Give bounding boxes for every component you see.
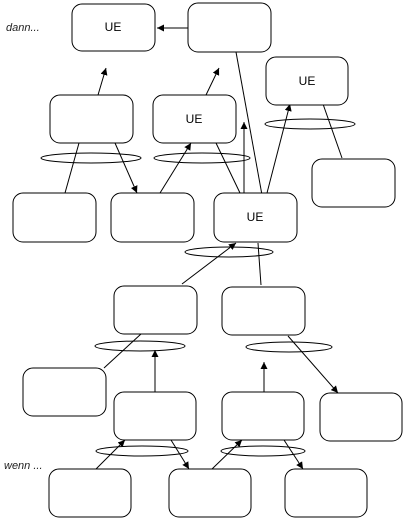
connections xyxy=(40,24,356,470)
node-n18 xyxy=(284,468,368,518)
label-wenn: wenn ... xyxy=(4,460,43,472)
node-n1: UE xyxy=(71,3,156,52)
junction-n13 xyxy=(95,445,189,457)
edge-n17-n14 xyxy=(211,439,243,470)
edge-n10-n9 xyxy=(181,242,237,285)
edge-n17-n13 xyxy=(170,439,190,470)
edge-n7-n3 xyxy=(64,142,80,194)
edge-n3-n1 xyxy=(97,67,108,96)
node-n9: UE xyxy=(213,192,298,243)
edge-n12-n10 xyxy=(103,333,142,369)
node-n15 xyxy=(319,392,403,442)
node-n2 xyxy=(187,2,272,53)
edge-n8-n4 xyxy=(159,142,192,194)
node-n17 xyxy=(168,468,252,518)
node-n5: UE xyxy=(265,56,349,106)
node-n14 xyxy=(221,391,305,441)
node-n4: UE xyxy=(152,94,237,144)
edge-n4-n2 xyxy=(205,67,220,96)
edge-n18-n14 xyxy=(283,439,304,470)
label-dann: dann... xyxy=(6,22,40,34)
edge-n9-n5 xyxy=(266,103,292,194)
node-n3 xyxy=(49,94,134,144)
node-n8 xyxy=(110,192,195,243)
node-n4-label: UE xyxy=(186,112,203,126)
junction-n10 xyxy=(94,340,186,352)
node-n10 xyxy=(113,285,198,335)
junction-n4 xyxy=(153,152,251,164)
edge-n2-n9 xyxy=(235,51,263,196)
edge-n9-n4 xyxy=(215,142,241,194)
junction-n5 xyxy=(264,118,356,130)
junction-n3 xyxy=(40,152,142,164)
node-n7 xyxy=(12,192,97,243)
edge-n15-n11 xyxy=(287,335,339,394)
node-n9-label: UE xyxy=(247,210,264,224)
node-n16 xyxy=(48,468,132,518)
junction-n11 xyxy=(245,341,333,353)
node-n12 xyxy=(22,367,107,417)
node-n1-label: UE xyxy=(105,20,122,34)
edge-n8-n3 xyxy=(114,142,138,194)
node-n6 xyxy=(311,158,396,208)
node-n11 xyxy=(221,286,306,336)
edge-n6-n5 xyxy=(322,103,343,159)
node-n5-label: UE xyxy=(299,74,316,88)
edge-n11-n9 xyxy=(257,242,262,286)
junction-n14 xyxy=(220,445,306,457)
node-n13 xyxy=(113,391,197,441)
edge-n16-n13 xyxy=(95,439,126,470)
